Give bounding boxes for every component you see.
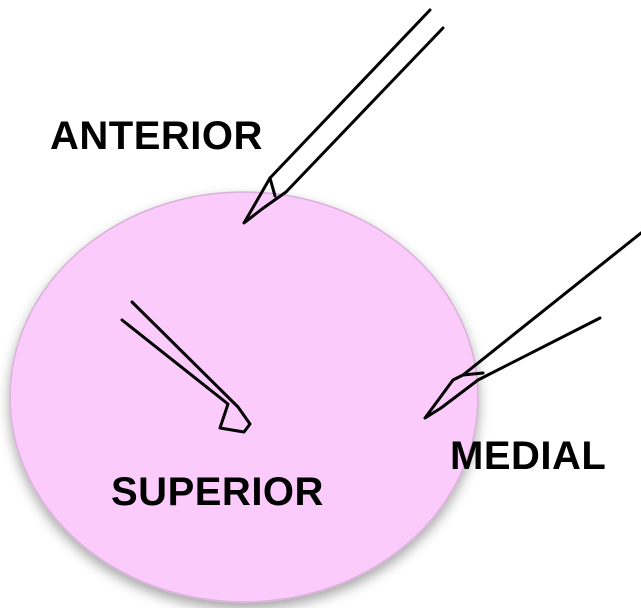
globe-ellipse	[10, 192, 478, 602]
label-anterior: ANTERIOR	[50, 116, 263, 156]
needle-icon-anterior	[244, 10, 443, 223]
label-medial: MEDIAL	[450, 436, 606, 476]
label-superior: SUPERIOR	[111, 472, 324, 512]
